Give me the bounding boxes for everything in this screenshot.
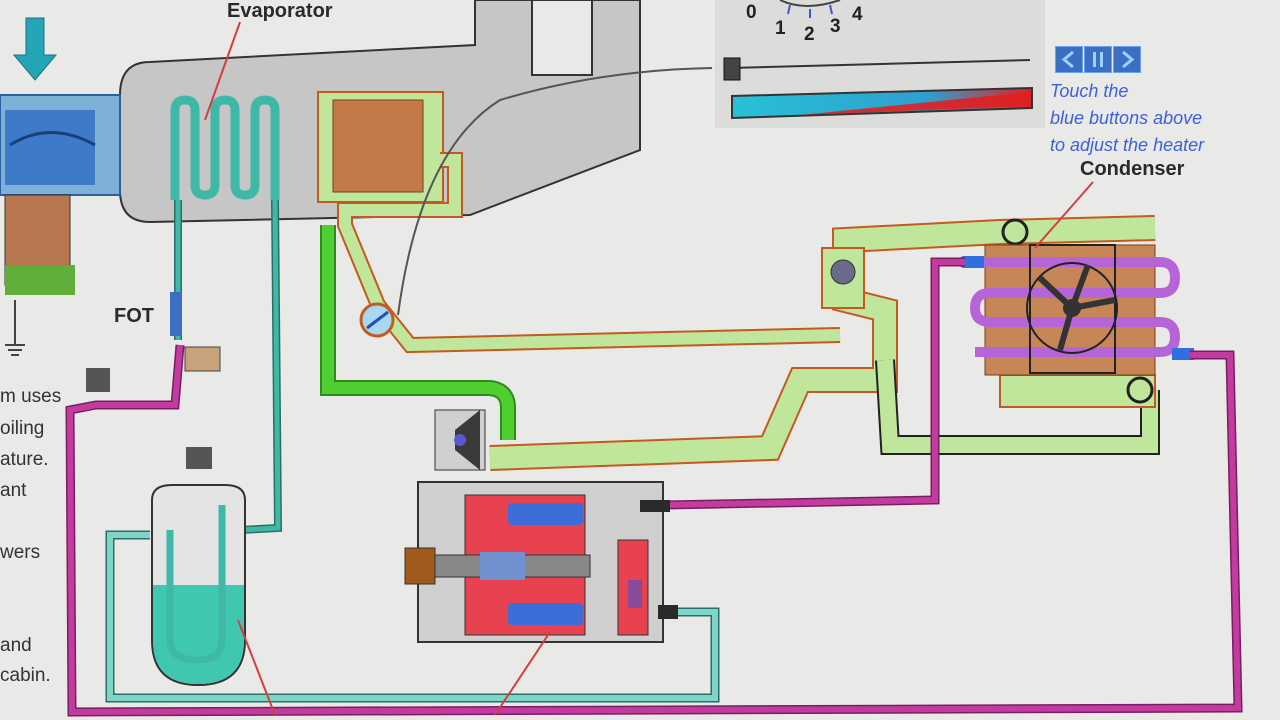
heater-pause-button[interactable] bbox=[1084, 46, 1112, 73]
heater-slider-track bbox=[729, 59, 1031, 69]
heater-core-fins bbox=[332, 99, 424, 193]
dial-number-2: 2 bbox=[804, 24, 815, 45]
evaporator-label: Evaporator bbox=[227, 0, 333, 22]
heater-forward-button[interactable] bbox=[1113, 46, 1141, 73]
dial-number-4: 4 bbox=[852, 4, 863, 25]
hint-line-3: to adjust the heater bbox=[1050, 135, 1205, 155]
condenser-outlet bbox=[1172, 348, 1194, 360]
compressor-control-valve bbox=[617, 539, 649, 636]
evaporator-outlet-line bbox=[239, 199, 281, 533]
pressure-switch bbox=[86, 368, 110, 392]
suction-line bbox=[489, 217, 1156, 469]
airflow-arrow-icon bbox=[12, 17, 58, 81]
heater-hint: Touch the blue buttons above to adjust t… bbox=[1050, 78, 1260, 159]
housing-notch bbox=[531, 0, 593, 76]
condenser-pointer bbox=[1034, 181, 1094, 249]
hint-line-1: Touch the bbox=[1050, 81, 1129, 101]
evaporator-pointer bbox=[204, 21, 241, 121]
pause-icon bbox=[1093, 52, 1103, 67]
receiver-line bbox=[877, 359, 1158, 453]
side-text-1: m uses bbox=[0, 386, 62, 407]
triangle-left-icon bbox=[1061, 50, 1074, 69]
heater-return-line bbox=[339, 154, 841, 352]
side-text-5: wers bbox=[0, 542, 41, 563]
side-text-4: ant bbox=[0, 480, 27, 501]
side-text-2: oiling bbox=[0, 418, 45, 439]
valve-control-cable bbox=[397, 67, 713, 316]
accumulator-return-line bbox=[107, 532, 718, 701]
liquid-line bbox=[66, 344, 1242, 716]
condenser-fan bbox=[1026, 262, 1118, 354]
accumulator-pointer bbox=[237, 619, 276, 716]
blower-motor-base bbox=[5, 265, 75, 295]
heater-slider-handle[interactable] bbox=[723, 57, 741, 81]
fot-fitting bbox=[184, 346, 221, 372]
evaporator-coil bbox=[170, 95, 280, 200]
discharge-line bbox=[664, 259, 965, 508]
condenser-fan-blades bbox=[1037, 263, 1116, 351]
condenser-coil bbox=[960, 257, 1181, 357]
dial-number-1: 1 bbox=[775, 18, 786, 39]
condenser-outlet-fitting bbox=[1126, 376, 1154, 404]
condenser-label: Condenser bbox=[1080, 158, 1185, 180]
compressor-pointer bbox=[494, 631, 551, 716]
temperature-dial bbox=[779, 0, 841, 7]
accumulator-cap bbox=[186, 447, 212, 469]
dial-number-0: 0 bbox=[746, 2, 757, 23]
compressor-suction-port bbox=[658, 605, 678, 619]
compressor-piston-bottom bbox=[508, 603, 583, 625]
compressor-piston-top bbox=[508, 503, 583, 525]
vapor-line bbox=[322, 225, 514, 440]
side-text-6: and bbox=[0, 635, 32, 656]
compressor-clutch bbox=[404, 547, 436, 585]
condenser-inlet-fitting bbox=[1001, 218, 1029, 246]
heater-back-button[interactable] bbox=[1055, 46, 1083, 73]
condenser-inlet bbox=[962, 256, 984, 268]
side-text-7: cabin. bbox=[0, 665, 51, 686]
accumulator-u-tube bbox=[166, 505, 226, 664]
blower-fan-core bbox=[5, 110, 95, 185]
fot-orifice-tube bbox=[170, 292, 182, 336]
hint-line-2: blue buttons above bbox=[1050, 108, 1203, 128]
compressor-discharge-port bbox=[640, 500, 670, 512]
fot-label: FOT bbox=[114, 305, 154, 327]
triangle-right-icon bbox=[1122, 50, 1135, 69]
dial-number-3: 3 bbox=[830, 16, 841, 37]
condenser-lower-tank bbox=[999, 374, 1156, 408]
compressor-swashplate bbox=[480, 552, 525, 580]
temperature-bar bbox=[731, 86, 1033, 120]
side-text-3: ature. bbox=[0, 449, 49, 470]
condenser-fan-shroud bbox=[1029, 244, 1116, 374]
